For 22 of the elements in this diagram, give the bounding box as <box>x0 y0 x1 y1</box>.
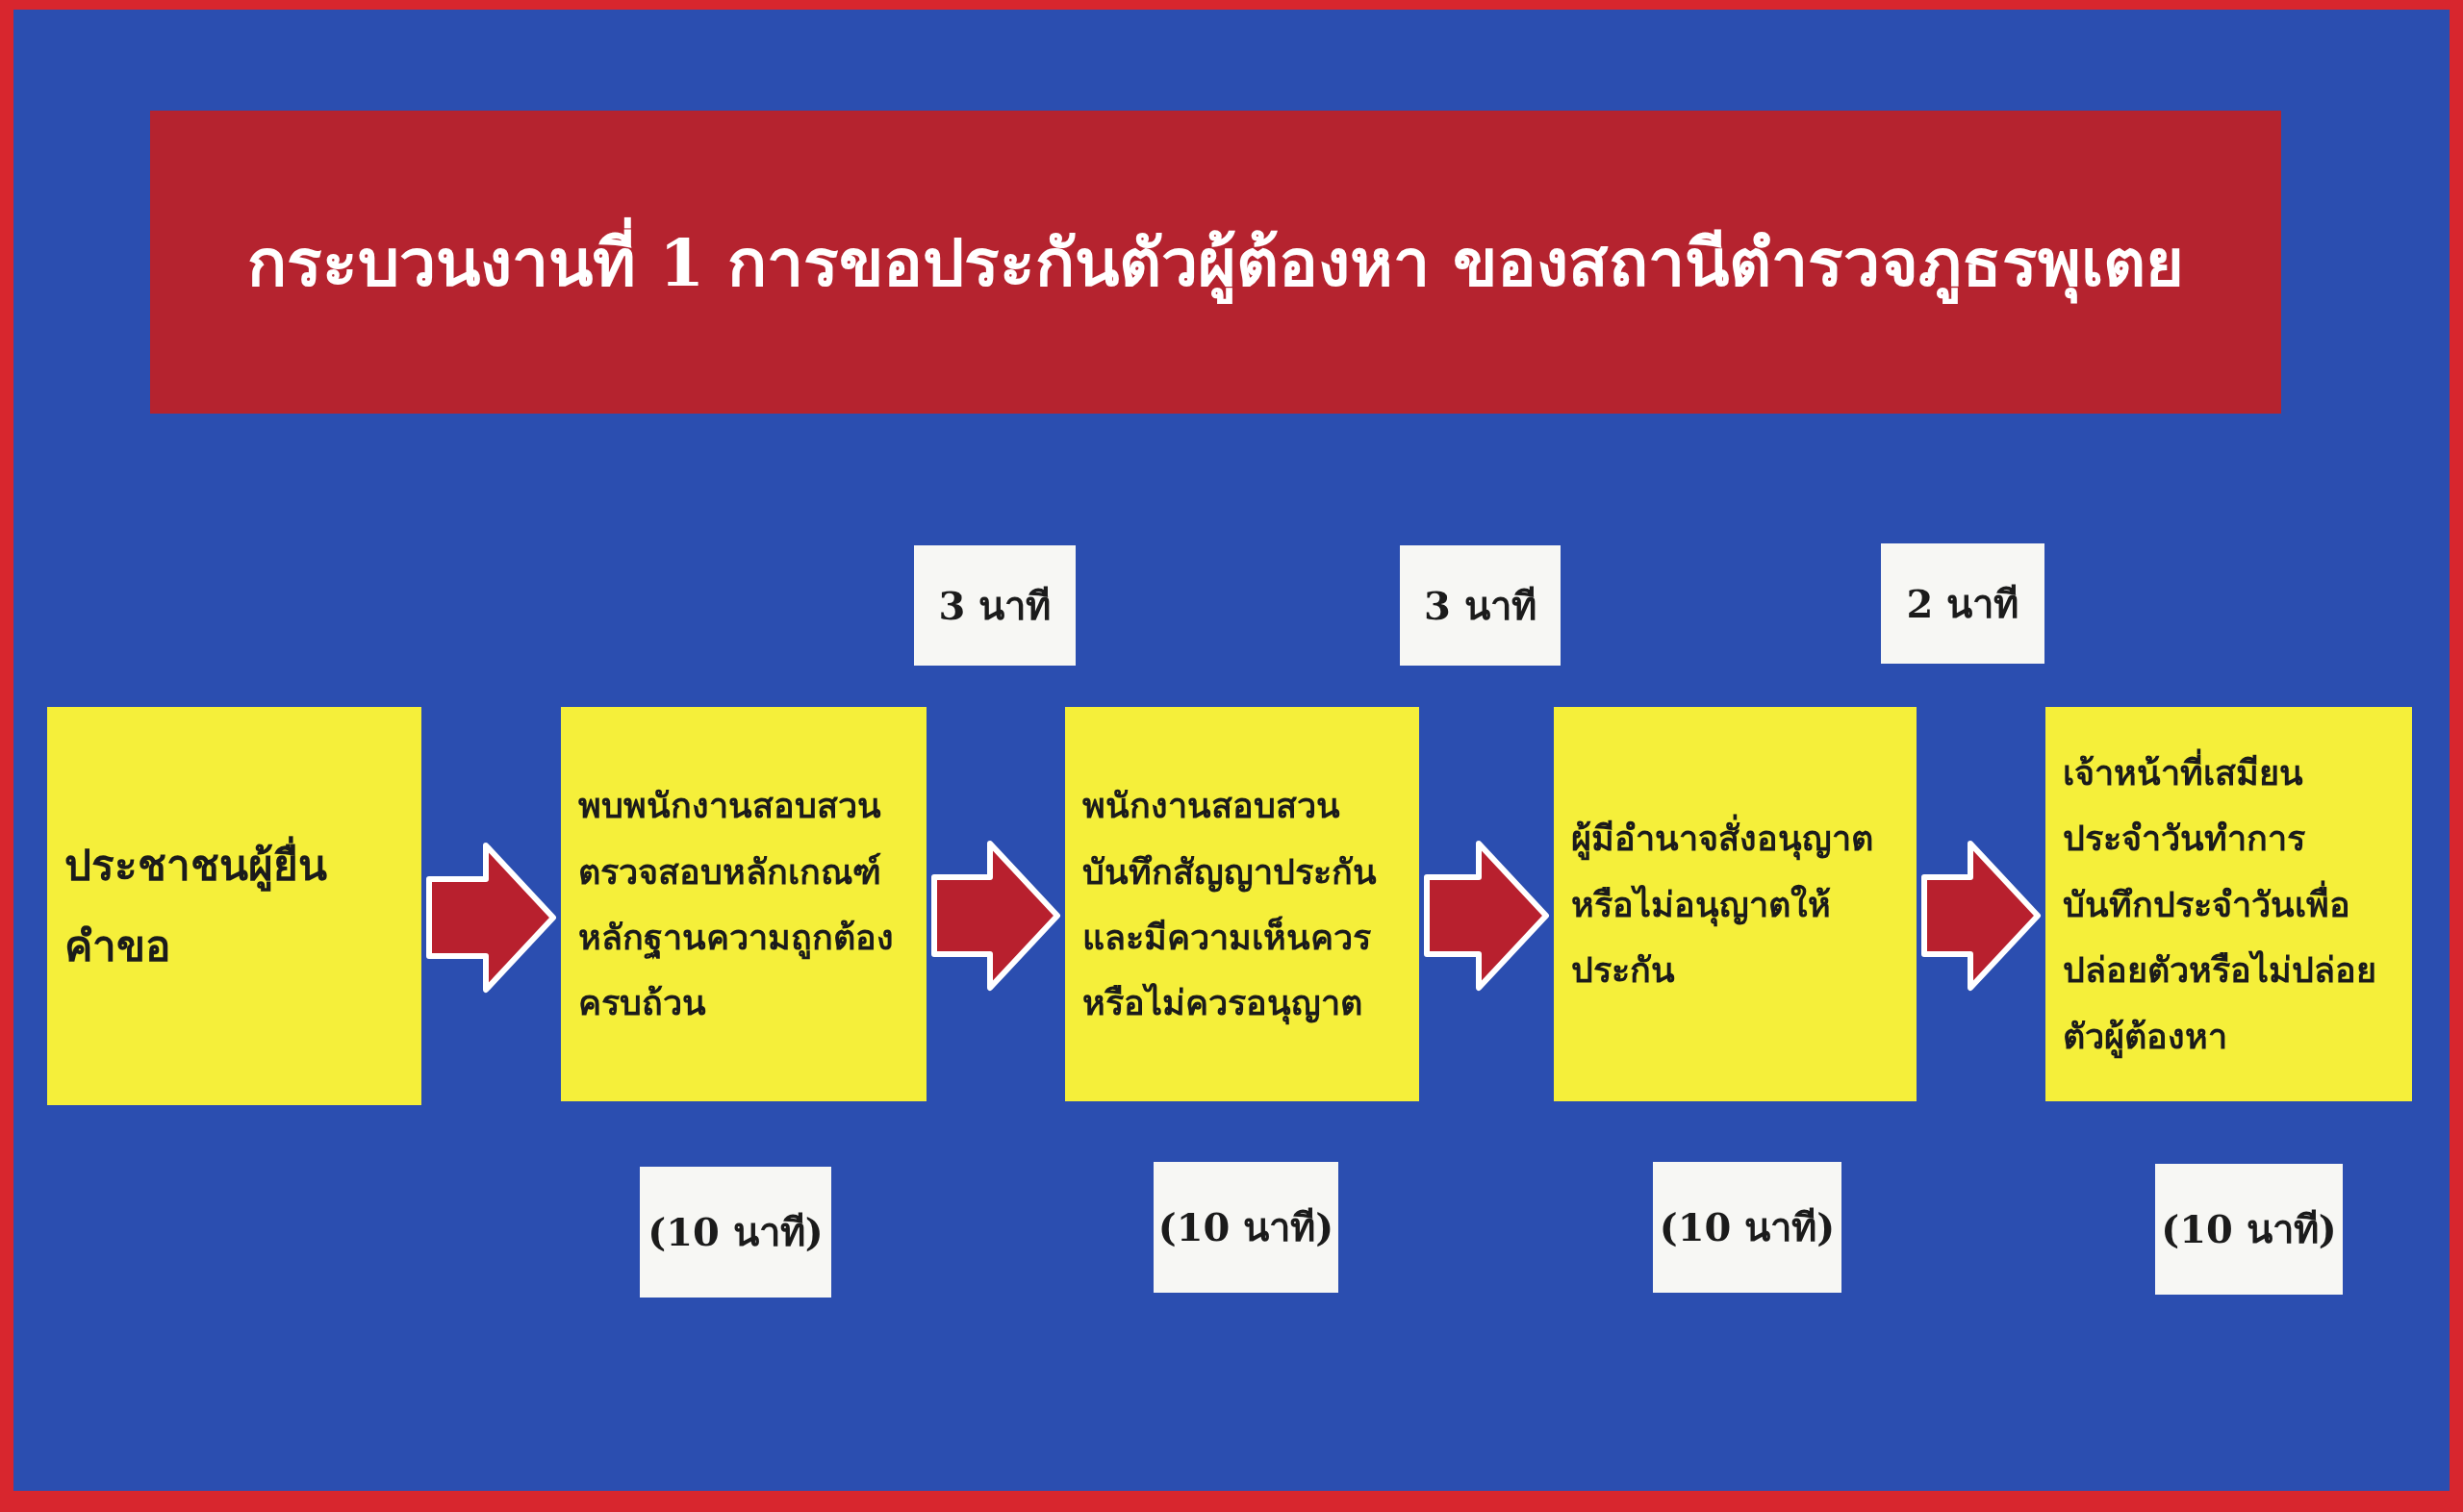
step-text: พนักงานสอบสวนบันทึกสัญญาประกันและมีความเห็นควรหรือไม่ควรอนุญาต <box>1082 784 1378 1027</box>
duration-card: (10 นาที) <box>1154 1162 1338 1293</box>
step-box <box>47 707 421 1105</box>
step-text: ประชาชนผู้ยื่นคำขอ <box>64 825 404 987</box>
step-box <box>1065 707 1419 1101</box>
step-box <box>561 707 927 1101</box>
step-box <box>2045 707 2412 1101</box>
block-arrow <box>1921 841 2041 991</box>
step-text: ผู้มีอำนาจสั่งอนุญาตหรือไม่อนุญาตให้ประกัน <box>1571 805 1899 1003</box>
duration-card: 3 นาที <box>914 545 1076 666</box>
title-banner: กระบวนงานที่ 1 การขอประกันตัวผู้ต้องหา ของสถานีตำรวจภูธรพุเตย <box>150 111 2281 414</box>
duration-card: (10 นาที) <box>1653 1162 1841 1293</box>
duration-card: (10 นาที) <box>640 1167 831 1298</box>
block-arrow <box>426 843 556 993</box>
step-text: เจ้าหน้าที่เสมียนประจำวันทำการบันทึกประจำวันเพื่อปล่อยตัวหรือไม่ปล่อยตัวผู้ต้องหา <box>2063 740 2395 1069</box>
duration-card: 2 นาที <box>1881 543 2044 664</box>
block-arrow <box>1424 841 1549 991</box>
step-box <box>1554 707 1917 1101</box>
duration-card: 3 นาที <box>1400 545 1561 666</box>
duration-card: (10 นาที) <box>2155 1164 2343 1295</box>
step-text: พบพนักงานสอบสวนตรวจสอบหลักเกณฑ์หลักฐานความถูกต้องครบถ้วน <box>578 784 895 1025</box>
block-arrow <box>931 841 1060 991</box>
